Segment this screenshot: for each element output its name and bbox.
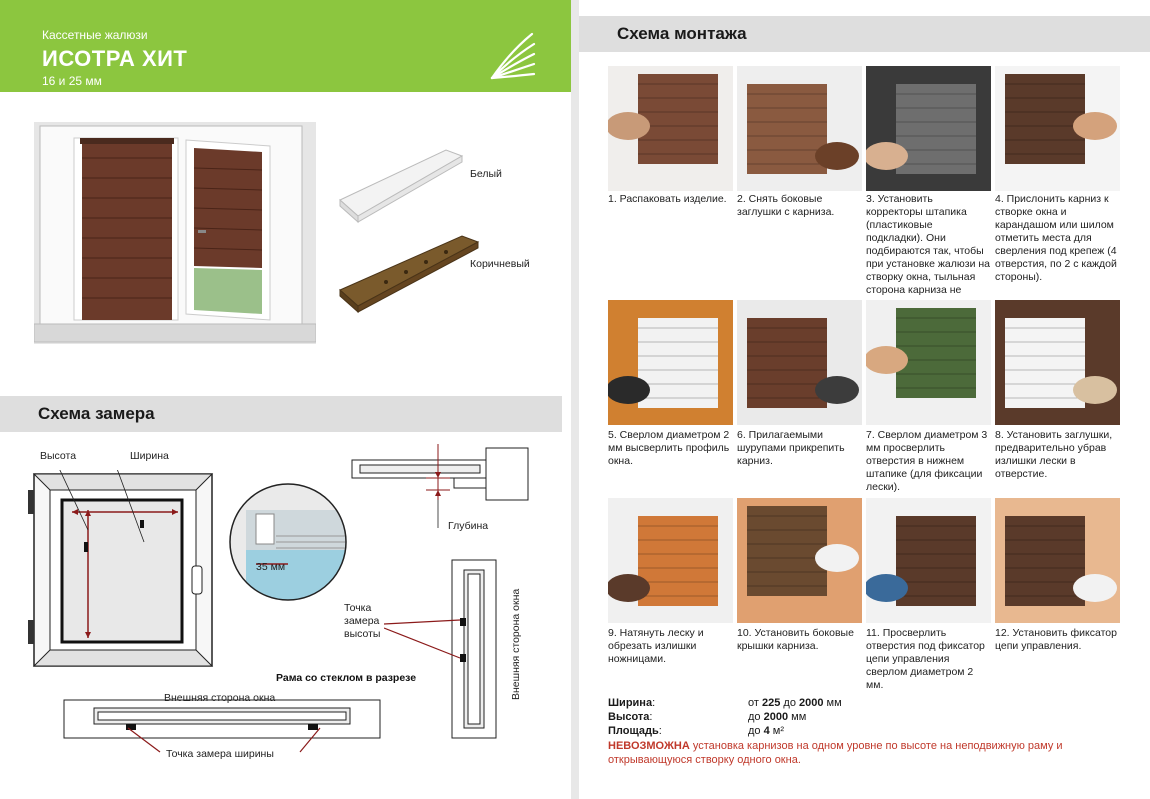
step-photo-6 <box>737 300 862 425</box>
step-caption-6: 6. Прилагаемыми шурупами прикрепить карн… <box>737 429 845 467</box>
frame-section-title: Рама со стеклом в разрезе <box>276 672 417 684</box>
spec-area: Площадь: <box>608 725 662 737</box>
installation-warning: НЕВОЗМОЖНА установка карнизов на одном у… <box>608 739 1118 767</box>
measure-section-title: Схема замера <box>38 404 155 423</box>
product-subtitle: Кассетные жалюзи <box>42 28 148 42</box>
dim-35-label: 35 мм <box>256 561 286 573</box>
step-photo-11 <box>866 498 991 623</box>
white-profile-illustration <box>339 149 464 224</box>
frame-section-diagram <box>451 559 497 739</box>
step-caption-12: 12. Установить фиксатор цепи управления. <box>995 627 1117 652</box>
width-point-leaders <box>127 727 321 753</box>
spec-area-unit: м² <box>769 725 785 737</box>
step-photo-3 <box>866 66 991 191</box>
step-caption-2: 2. Снять боковые заглушки с карниза. <box>737 193 835 218</box>
step-caption-3: 3. Установить корректоры штапика (пласти… <box>866 193 991 309</box>
width-label: Ширина <box>130 450 169 462</box>
step-photo-5 <box>608 300 733 425</box>
measure-section-bar: Схема замера <box>0 396 562 432</box>
spec-width-label: Ширина <box>608 697 653 709</box>
left-page: Кассетные жалюзи ИСОТРА ХИТ 16 и 25 мм <box>0 0 571 799</box>
white-profile-label: Белый <box>470 168 502 180</box>
spec-width-max: 2000 <box>799 697 824 709</box>
step-photo-12 <box>995 498 1120 623</box>
detail-zoom-circle <box>229 483 347 601</box>
step-photo-10 <box>737 498 862 623</box>
step-caption-9: 9. Натянуть леску и обрезать излишки нож… <box>608 627 704 665</box>
height-point-label: Точка замера высоты <box>344 602 381 640</box>
spec-height-pre: до <box>748 711 764 723</box>
product-header: Кассетные жалюзи ИСОТРА ХИТ 16 и 25 мм <box>0 0 571 92</box>
spec-height-max: 2000 <box>763 711 789 723</box>
brown-profile-label: Коричневый <box>470 258 530 270</box>
height-label: Высота <box>40 450 77 462</box>
spec-width-value: от 225 до 2000 мм <box>748 697 842 709</box>
width-section-diagram <box>63 699 381 739</box>
step-photo-7 <box>866 300 991 425</box>
spec-width: Ширина: <box>608 697 656 709</box>
step-photo-1 <box>608 66 733 191</box>
product-title: ИСОТРА ХИТ <box>42 46 188 71</box>
step-caption-5: 5. Сверлом диаметром 2 мм высверлить про… <box>608 429 730 467</box>
warning-text: установка карнизов на одном уровне по вы… <box>608 740 1063 766</box>
spec-height-label: Высота <box>608 711 650 723</box>
brown-profile-illustration <box>339 235 480 314</box>
spec-width-pre: от <box>748 697 762 709</box>
step-caption-7: 7. Сверлом диаметром 3 мм просверлить от… <box>866 429 988 493</box>
width-point-label: Точка замера ширины <box>166 748 274 760</box>
step-caption-10: 10. Установить боковые крышки карниза. <box>737 627 854 652</box>
depth-diagram <box>351 444 529 528</box>
outer-side-vertical-label: Внешняя сторона окна <box>510 588 522 700</box>
spec-height: Высота: <box>608 711 653 723</box>
step-caption-11: 11. Просверлить отверстия под фиксатор ц… <box>866 627 985 691</box>
step-caption-8: 8. Установить заглушки, предварительно у… <box>995 429 1113 480</box>
step-photo-2 <box>737 66 862 191</box>
step-photo-8 <box>995 300 1120 425</box>
step-photo-4 <box>995 66 1120 191</box>
outer-side-label: Внешняя сторона окна <box>164 692 276 704</box>
product-size: 16 и 25 мм <box>42 74 102 88</box>
spec-width-unit: мм <box>823 697 842 709</box>
measure-window-diagram <box>28 470 214 667</box>
step-caption-1: 1. Распаковать изделие. <box>608 193 727 205</box>
spec-area-value: до 4 м² <box>748 725 784 737</box>
spec-height-unit: мм <box>788 711 807 723</box>
warning-bold: НЕВОЗМОЖНА <box>608 740 690 752</box>
brand-logo-icon <box>490 32 536 80</box>
spec-width-min: 225 <box>761 697 781 709</box>
spec-area-label: Площадь <box>608 725 659 737</box>
window-with-blinds-illustration <box>34 122 316 344</box>
height-point-leaders <box>384 619 461 659</box>
spec-area-pre: до <box>748 725 764 737</box>
spec-area-max: 4 <box>763 725 770 737</box>
spec-height-value: до 2000 мм <box>748 711 806 723</box>
depth-label: Глубина <box>448 520 489 532</box>
step-photo-9 <box>608 498 733 623</box>
step-caption-4: 4. Прислонить карниз к створке окна и ка… <box>995 193 1117 283</box>
mount-section-title: Схема монтажа <box>617 24 747 43</box>
spec-width-mid: до <box>780 697 799 709</box>
mount-section-bar: Схема монтажа <box>579 16 1150 52</box>
